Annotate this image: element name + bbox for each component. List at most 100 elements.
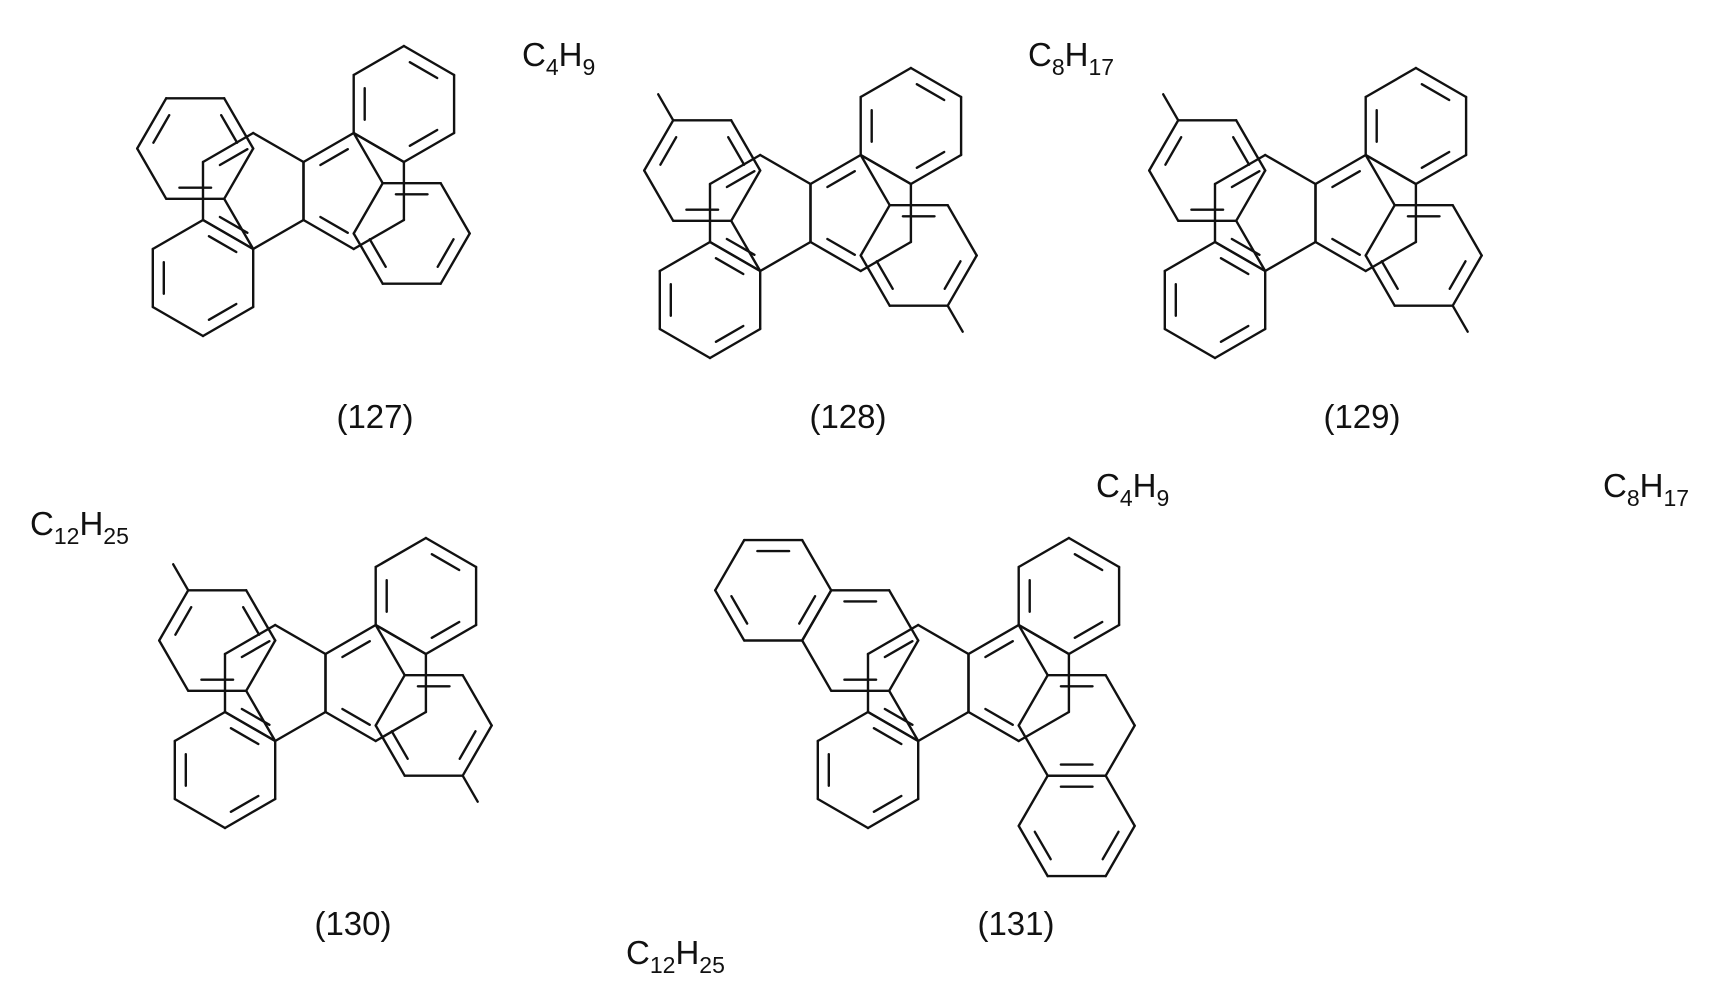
double-bond-line bbox=[1075, 554, 1102, 570]
double-bond-line bbox=[917, 152, 944, 168]
bond-line bbox=[326, 625, 376, 654]
alkyl-bond-line bbox=[1163, 94, 1178, 120]
double-bond-line bbox=[221, 115, 237, 143]
bond-line bbox=[802, 540, 831, 590]
double-bond-line bbox=[1165, 137, 1181, 165]
bond-line bbox=[811, 242, 861, 271]
double-bond-line bbox=[660, 137, 676, 165]
bond-line bbox=[760, 155, 810, 184]
bond-line bbox=[660, 242, 710, 271]
double-bond-line bbox=[1233, 137, 1249, 165]
alkyl-bond-line bbox=[948, 306, 963, 332]
bond-line bbox=[441, 234, 470, 284]
alkyl-bond-line bbox=[463, 776, 478, 802]
bond-line bbox=[1019, 675, 1048, 725]
chain-label-129-bottom: C8H17 bbox=[1603, 467, 1689, 511]
double-bond-line bbox=[716, 258, 743, 274]
double-bond-line bbox=[1221, 258, 1248, 274]
double-bond-line bbox=[432, 622, 459, 638]
compound-label-131: (131) bbox=[977, 905, 1054, 942]
double-bond-line bbox=[370, 239, 386, 266]
double-bond-line bbox=[1332, 171, 1359, 187]
bond-line bbox=[818, 712, 868, 741]
bond-line bbox=[861, 205, 890, 255]
bond-line bbox=[326, 712, 376, 741]
compound-label-128: (128) bbox=[809, 398, 886, 435]
bond-line bbox=[1106, 675, 1135, 725]
double-bond-line bbox=[1035, 832, 1051, 859]
double-bond-line bbox=[1332, 239, 1359, 255]
bond-line bbox=[1019, 776, 1048, 826]
bond-line bbox=[802, 641, 831, 691]
bond-line bbox=[710, 329, 760, 358]
double-bond-line bbox=[153, 115, 169, 143]
bond-line bbox=[911, 68, 961, 97]
bond-line bbox=[153, 220, 203, 249]
bond-line bbox=[175, 712, 225, 741]
double-bond-line bbox=[985, 709, 1012, 725]
compound-label-130: (130) bbox=[314, 905, 391, 942]
double-bond-line bbox=[460, 731, 476, 759]
double-bond-line bbox=[874, 796, 901, 812]
bond-line bbox=[159, 590, 188, 640]
bond-line bbox=[354, 183, 383, 233]
double-bond-line bbox=[731, 596, 747, 623]
bond-line bbox=[715, 540, 744, 590]
bond-line bbox=[203, 307, 253, 336]
bond-line bbox=[644, 171, 673, 221]
double-bond-line bbox=[320, 217, 347, 233]
bond-line bbox=[153, 307, 203, 336]
bond-line bbox=[137, 98, 166, 148]
bond-line bbox=[1019, 826, 1048, 876]
bond-line bbox=[275, 625, 325, 654]
double-bond-line bbox=[438, 239, 454, 266]
bond-line bbox=[376, 538, 426, 567]
double-bond-line bbox=[243, 607, 259, 635]
double-bond-line bbox=[1221, 326, 1248, 342]
bond-line bbox=[1149, 171, 1178, 221]
bond-line bbox=[1265, 155, 1315, 184]
bond-line bbox=[1149, 120, 1178, 170]
bond-line bbox=[731, 171, 760, 221]
alkyl-bond-line bbox=[1453, 306, 1468, 332]
bond-line bbox=[463, 675, 492, 725]
bond-line bbox=[889, 641, 918, 691]
bond-line bbox=[1416, 68, 1466, 97]
alkyl-bond-line bbox=[173, 564, 188, 590]
bond-line bbox=[225, 799, 275, 828]
bond-line bbox=[1236, 171, 1265, 221]
bond-line bbox=[660, 329, 710, 358]
bond-line bbox=[404, 46, 454, 75]
bond-line bbox=[224, 149, 253, 199]
bond-lines bbox=[137, 46, 1482, 876]
double-bond-line bbox=[175, 607, 191, 635]
bond-line bbox=[818, 799, 868, 828]
double-bond-line bbox=[885, 641, 913, 657]
double-bond-line bbox=[1232, 171, 1260, 187]
bond-line bbox=[253, 133, 303, 162]
double-bond-line bbox=[874, 728, 901, 744]
bond-line bbox=[404, 133, 454, 162]
bond-line bbox=[354, 46, 404, 75]
double-bond-line bbox=[392, 731, 408, 759]
bond-line bbox=[1453, 256, 1482, 306]
double-bond-line bbox=[1382, 261, 1398, 289]
bond-line bbox=[304, 133, 354, 162]
bond-line bbox=[760, 242, 810, 271]
chain-label-130-bottom: C12H25 bbox=[626, 934, 725, 978]
double-bond-line bbox=[209, 304, 236, 320]
alkyl-bond-line bbox=[658, 94, 673, 120]
bond-line bbox=[1416, 155, 1466, 184]
double-bond-line bbox=[1422, 152, 1449, 168]
double-bond-line bbox=[410, 130, 437, 146]
double-bond-line bbox=[209, 236, 236, 252]
double-bond-line bbox=[917, 84, 944, 100]
bond-line bbox=[275, 712, 325, 741]
chain-label-129-top: C8H17 bbox=[1028, 36, 1114, 80]
bond-line bbox=[1106, 826, 1135, 876]
bond-line bbox=[969, 712, 1019, 741]
bond-line bbox=[246, 641, 275, 691]
bond-line bbox=[861, 68, 911, 97]
double-bond-line bbox=[1075, 622, 1102, 638]
